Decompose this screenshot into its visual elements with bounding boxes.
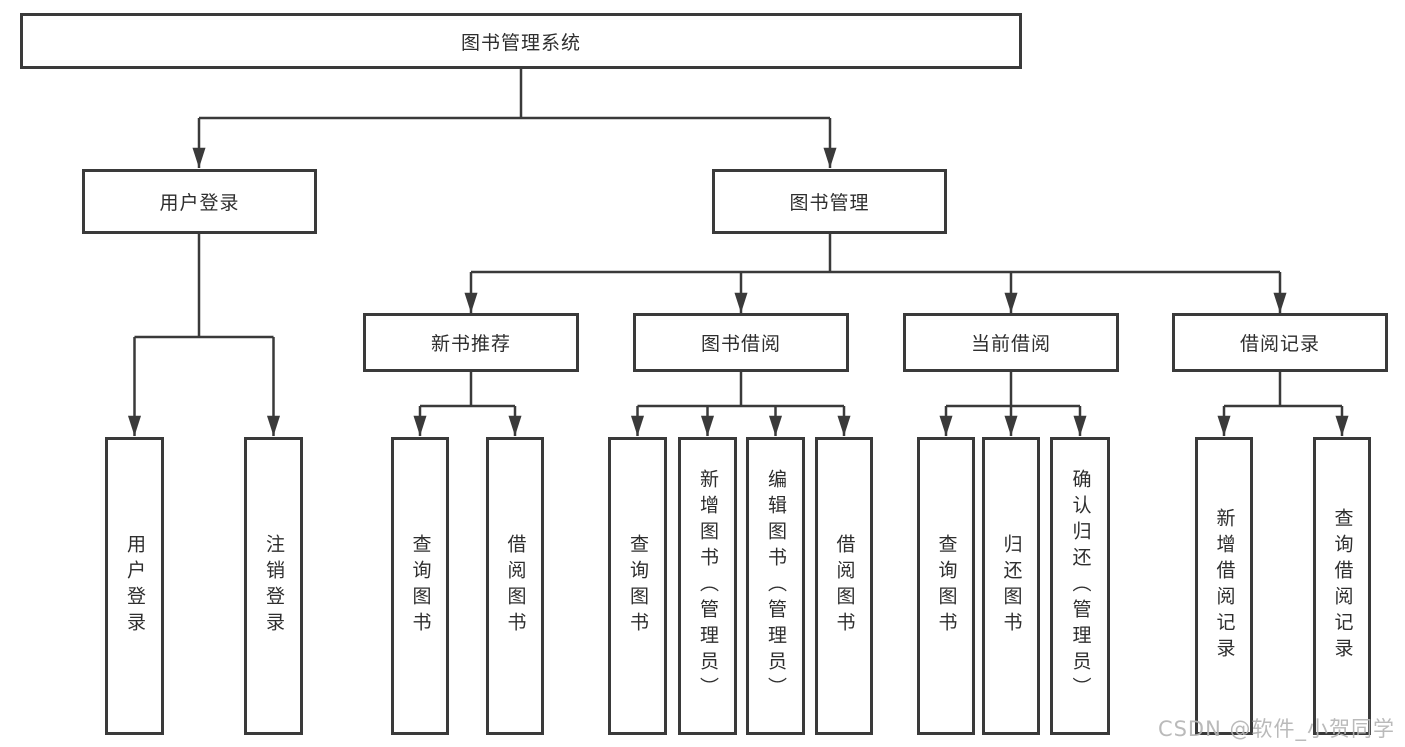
node-leaf-add-borrow-record: 新增借阅记录	[1195, 437, 1253, 735]
node-leaf-confirm-return-admin: 确认归还（管理员）	[1050, 437, 1110, 735]
node-leaf-recommend-borrow-books: 借阅图书	[486, 437, 544, 735]
node-leaf-add-book-admin-label: 新增图书（管理员）	[697, 469, 719, 703]
node-borrow-records: 借阅记录	[1172, 313, 1388, 372]
node-user-login-label: 用户登录	[159, 192, 240, 214]
node-root-label: 图书管理系统	[460, 31, 581, 54]
node-leaf-add-book-admin: 新增图书（管理员）	[678, 437, 737, 735]
node-leaf-return-books: 归还图书	[982, 437, 1040, 735]
node-leaf-confirm-return-admin-label: 确认归还（管理员）	[1069, 469, 1092, 703]
node-leaf-logout-label: 注销登录	[263, 534, 285, 638]
node-leaf-query-borrow-record-label: 查询借阅记录	[1331, 508, 1354, 664]
node-root: 图书管理系统	[20, 13, 1022, 69]
node-leaf-borrow-books-label: 借阅图书	[833, 534, 856, 638]
watermark: CSDN @软件_小贺同学	[1157, 717, 1395, 741]
node-book-management-label: 图书管理	[789, 192, 870, 214]
node-borrow-records-label: 借阅记录	[1239, 333, 1320, 355]
node-leaf-current-query-books: 查询图书	[917, 437, 975, 735]
node-leaf-edit-book-admin-label: 编辑图书（管理员）	[765, 469, 787, 703]
node-current-borrow: 当前借阅	[903, 313, 1119, 372]
node-leaf-recommend-borrow-books-label: 借阅图书	[504, 534, 527, 638]
node-book-management: 图书管理	[712, 169, 947, 234]
node-new-book-recommend: 新书推荐	[363, 313, 579, 372]
node-new-book-recommend-label: 新书推荐	[430, 333, 511, 355]
node-leaf-current-query-books-label: 查询图书	[935, 534, 958, 638]
node-leaf-user-login: 用户登录	[105, 437, 164, 735]
node-leaf-borrow-query-books: 查询图书	[608, 437, 667, 735]
node-leaf-user-login-label: 用户登录	[124, 534, 146, 638]
node-leaf-edit-book-admin: 编辑图书（管理员）	[746, 437, 805, 735]
node-leaf-recommend-query-books: 查询图书	[391, 437, 449, 735]
node-leaf-logout: 注销登录	[244, 437, 303, 735]
node-book-borrow: 图书借阅	[633, 313, 849, 372]
node-leaf-return-books-label: 归还图书	[1000, 534, 1023, 638]
node-leaf-add-borrow-record-label: 新增借阅记录	[1213, 508, 1236, 664]
node-leaf-query-borrow-record: 查询借阅记录	[1313, 437, 1371, 735]
node-leaf-borrow-books: 借阅图书	[815, 437, 873, 735]
node-leaf-recommend-query-books-label: 查询图书	[409, 534, 432, 638]
connector-trunks	[134, 69, 1342, 408]
node-user-login: 用户登录	[82, 169, 317, 234]
node-current-borrow-label: 当前借阅	[970, 333, 1051, 355]
node-leaf-borrow-query-books-label: 查询图书	[627, 534, 649, 638]
node-book-borrow-label: 图书借阅	[700, 333, 781, 355]
